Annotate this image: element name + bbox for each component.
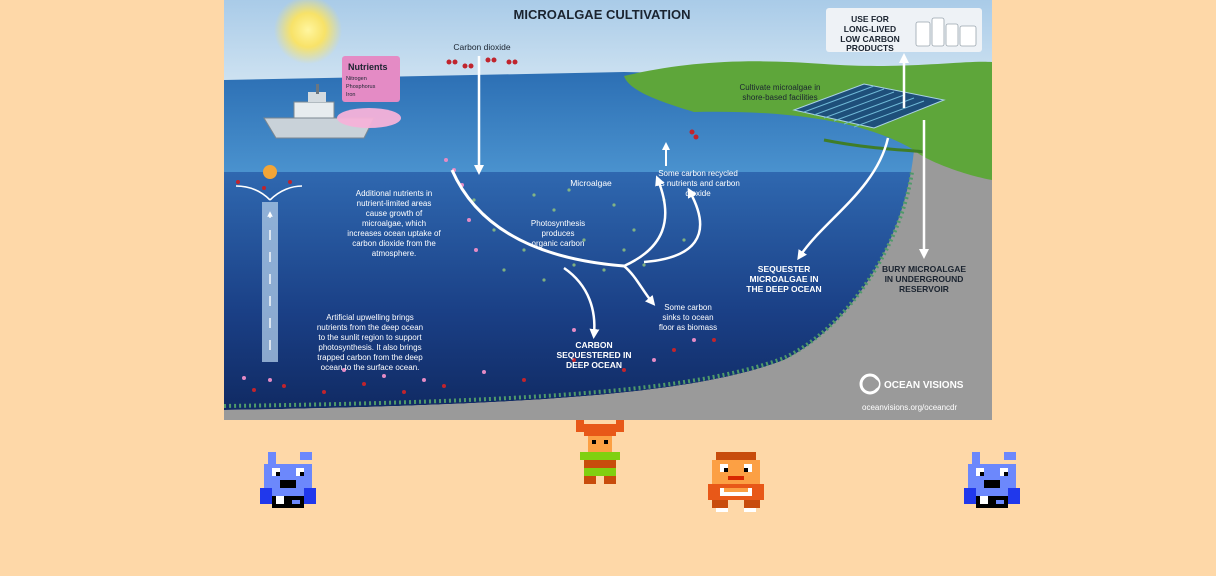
- sinks-text: floor as biomass: [659, 323, 717, 332]
- seafloor-sediment: [224, 171, 914, 408]
- nutrients-description: atmosphere.: [372, 249, 416, 258]
- photosynthesis-text: organic carbon: [532, 239, 585, 248]
- nutrient-cloud: [337, 108, 401, 128]
- blue-creature-left-icon: [260, 452, 316, 508]
- brand-name: OCEAN VISIONS: [884, 380, 964, 391]
- seafloor: [224, 150, 992, 420]
- recycled-text: Some carbon recycled: [658, 169, 738, 178]
- bottle-icon: [915, 17, 977, 47]
- link-hero-icon: [576, 420, 624, 484]
- shore-text: shore-based facilities: [742, 93, 817, 102]
- products-line: LOW CARBON: [840, 34, 900, 44]
- carbon-deep-text: CARBON: [575, 340, 612, 350]
- products-line: PRODUCTS: [846, 43, 894, 53]
- upwelling-text: to the sunlit region to support: [318, 333, 422, 342]
- products-line: LONG-LIVED: [844, 24, 896, 34]
- sinks-text: Some carbon: [664, 303, 712, 312]
- bury-text: RESERVOIR: [899, 284, 949, 294]
- upwelling-text: trapped carbon from the deep: [317, 353, 423, 362]
- blue-creature-right-icon: [964, 452, 1020, 508]
- nutrients-box: [342, 56, 400, 102]
- carbon-deep-text: SEQUESTERED IN: [556, 350, 631, 360]
- poster-title: MICROALGAE CULTIVATION: [514, 7, 691, 22]
- nutrients-description: nutrient-limited areas: [357, 199, 432, 208]
- bury-text: IN UNDERGROUND: [885, 274, 964, 284]
- deep-ocean: [224, 172, 914, 410]
- ocean-visions-logo-icon: [859, 373, 881, 395]
- nutrient-item: Nitrogen: [346, 76, 367, 82]
- microalgae-poster: Nutrients Nitrogen Phosphorus Iron MICRO…: [224, 0, 992, 420]
- shore-text: Cultivate microalgae in: [740, 83, 821, 92]
- sequester-text: THE DEEP OCEAN: [746, 284, 821, 294]
- nutrients-description: cause growth of: [366, 209, 423, 218]
- sequester-text: MICROALGAE IN: [750, 274, 819, 284]
- carbon-deep-text: DEEP OCEAN: [566, 360, 622, 370]
- nutrients-description: Additional nutrients in: [356, 189, 433, 198]
- microalgae-particles: [236, 158, 716, 394]
- recycled-text: as nutrients and carbon: [656, 179, 740, 188]
- biomass-arrow: [623, 265, 656, 306]
- co2-label: Carbon dioxide: [453, 42, 510, 52]
- upwelling-text: nutrients from the deep ocean: [317, 323, 423, 332]
- brand-url: oceanvisions.org/oceancdr: [862, 403, 958, 412]
- upwelling-text: photosynthesis. It also brings: [318, 343, 421, 352]
- upwelling-text: ocean to the surface ocean.: [321, 363, 420, 372]
- sinks-text: sinks to ocean: [662, 313, 713, 322]
- upwelling-text: Artificial upwelling brings: [326, 313, 414, 322]
- nutrients-heading: Nutrients: [348, 62, 388, 72]
- co2-molecules: [446, 57, 699, 140]
- upwelling-pipe: [235, 165, 303, 362]
- flow-arrow: [450, 169, 625, 268]
- nutrient-item: Iron: [346, 92, 355, 98]
- sequester-arrow: [797, 137, 890, 261]
- recycle-arrow: [643, 187, 702, 264]
- photosynthesis-text: Photosynthesis: [531, 219, 585, 228]
- nutrients-description: microalgae, which: [362, 219, 426, 228]
- products-line: USE FOR: [851, 14, 889, 24]
- nutrient-item: Phosphorus: [346, 84, 376, 90]
- recycled-text: dioxide: [685, 189, 711, 198]
- sink-arrow: [563, 266, 600, 339]
- nutrients-description: increases ocean uptake of: [347, 229, 441, 238]
- red-moblin-icon: [708, 452, 764, 512]
- sequester-text: SEQUESTER: [758, 264, 810, 274]
- recycle-arrow: [623, 175, 667, 268]
- photosynthesis-text: produces: [542, 229, 575, 238]
- nutrients-description: carbon dioxide from the: [352, 239, 436, 248]
- sun-icon: [274, 0, 342, 64]
- microalgae-label: Microalgae: [570, 178, 612, 188]
- bury-text: BURY MICROALGAE: [882, 264, 966, 274]
- cultivation-ponds: [792, 83, 946, 129]
